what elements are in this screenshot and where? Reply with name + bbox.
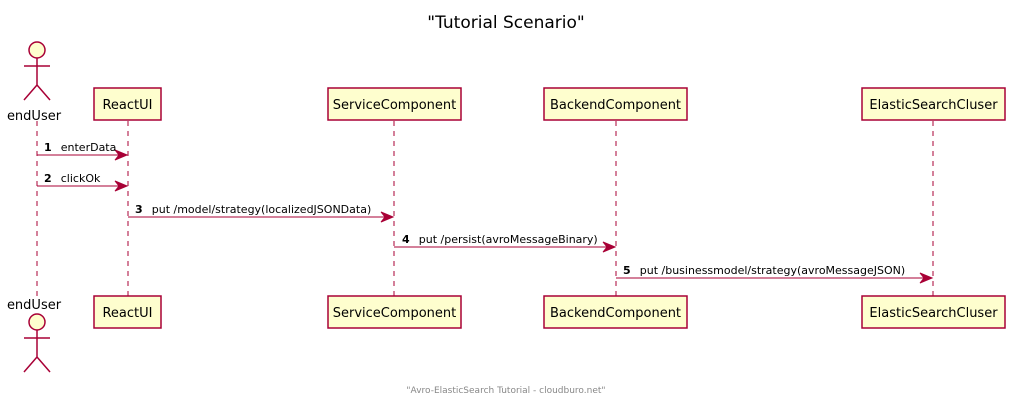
- actor-head-icon: [28, 313, 46, 331]
- message-number: 2: [44, 172, 52, 185]
- actor-head-icon: [28, 41, 46, 59]
- message-label: 3 put /model/strategy(localizedJSONData): [135, 198, 371, 217]
- participant-servicecomponent-bottom: ServiceComponent: [327, 295, 462, 329]
- message-number: 5: [623, 264, 631, 277]
- participant-label: BackendComponent: [550, 98, 681, 113]
- message-1: 1 enterData: [37, 136, 129, 161]
- arrow-head-icon: [114, 180, 129, 192]
- message-2: 2 clickOk: [37, 167, 129, 192]
- message-number: 1: [44, 141, 52, 154]
- message-4: 4 put /persist(avroMessageBinary): [394, 228, 617, 253]
- message-3: 3 put /model/strategy(localizedJSONData): [128, 198, 395, 223]
- participant-backendcomponent-bottom: BackendComponent: [543, 295, 688, 329]
- actor-enduser-bottom: endUser: [7, 298, 62, 373]
- participant-label: ReactUI: [102, 306, 152, 321]
- message-label: 2 clickOk: [44, 167, 101, 186]
- arrow-head-icon: [380, 211, 395, 223]
- message-label: 1 enterData: [44, 136, 116, 155]
- arrow-head-icon: [919, 272, 934, 284]
- message-text: put /businessmodel/strategy(avroMessageJ…: [640, 264, 905, 277]
- diagram-title: "Tutorial Scenario": [427, 13, 584, 33]
- participant-reactui-bottom: ReactUI: [93, 295, 162, 329]
- participant-elasticsearchcluser-bottom: ElasticSearchCluser: [861, 295, 1006, 329]
- participant-reactui-top: ReactUI: [93, 87, 162, 121]
- message-label: 4 put /persist(avroMessageBinary): [402, 228, 598, 247]
- participant-label: ElasticSearchCluser: [869, 98, 998, 113]
- message-5: 5 put /businessmodel/strategy(avroMessag…: [616, 259, 934, 284]
- participant-label: ServiceComponent: [333, 306, 457, 321]
- participant-elasticsearchcluser-top: ElasticSearchCluser: [861, 87, 1006, 121]
- message-number: 3: [135, 203, 143, 216]
- message-text: put /persist(avroMessageBinary): [419, 233, 598, 246]
- actor-body-icon: [23, 58, 51, 101]
- participant-servicecomponent-top: ServiceComponent: [327, 87, 462, 121]
- participant-label: ServiceComponent: [333, 98, 457, 113]
- participant-backendcomponent-top: BackendComponent: [543, 87, 688, 121]
- message-label: 5 put /businessmodel/strategy(avroMessag…: [623, 259, 905, 278]
- arrow-head-icon: [602, 241, 617, 253]
- actor-enduser-top: endUser: [7, 41, 62, 124]
- participant-label: ElasticSearchCluser: [869, 306, 998, 321]
- message-text: enterData: [61, 141, 117, 154]
- actor-label-bottom: endUser: [7, 298, 62, 313]
- arrow-head-icon: [114, 149, 129, 161]
- actor-body-icon: [23, 330, 51, 373]
- actor-label-top: endUser: [7, 109, 62, 124]
- participant-label: ReactUI: [102, 98, 152, 113]
- diagram-footer: "Avro-ElasticSearch Tutorial - cloudburo…: [406, 386, 605, 396]
- message-number: 4: [402, 233, 410, 246]
- message-text: put /model/strategy(localizedJSONData): [152, 203, 371, 216]
- participant-label: BackendComponent: [550, 306, 681, 321]
- message-text: clickOk: [61, 172, 101, 185]
